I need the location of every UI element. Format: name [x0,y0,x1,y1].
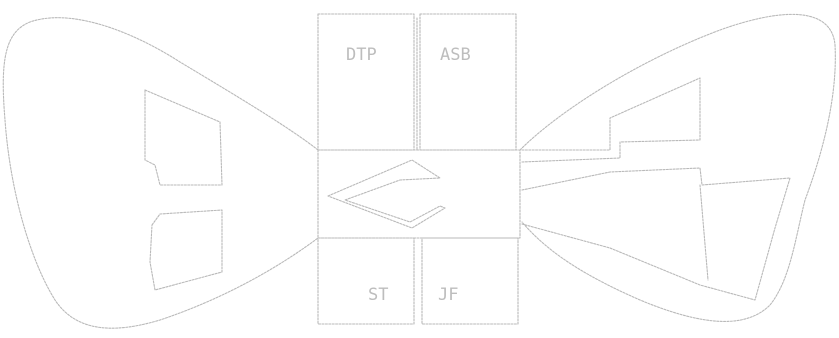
left-wing-outline [3,18,318,328]
right-wing-lower-block [522,168,790,300]
label-top-left: DTP [346,45,377,65]
center-arrow-shape [328,160,445,228]
center-band [318,150,520,238]
left-wing-upper-panel [145,90,222,185]
label-bottom-left: ST [368,285,388,305]
label-top-right: ASB [440,45,471,65]
right-wing-inner-edge [700,185,708,280]
top-right-box [420,14,516,150]
label-bottom-right: JF [438,285,458,305]
right-wing-upper-block [522,78,700,162]
top-left-box [318,14,414,150]
bottom-right-box [422,238,518,324]
bottom-left-box [318,238,414,324]
left-wing-lower-panel [150,210,222,290]
